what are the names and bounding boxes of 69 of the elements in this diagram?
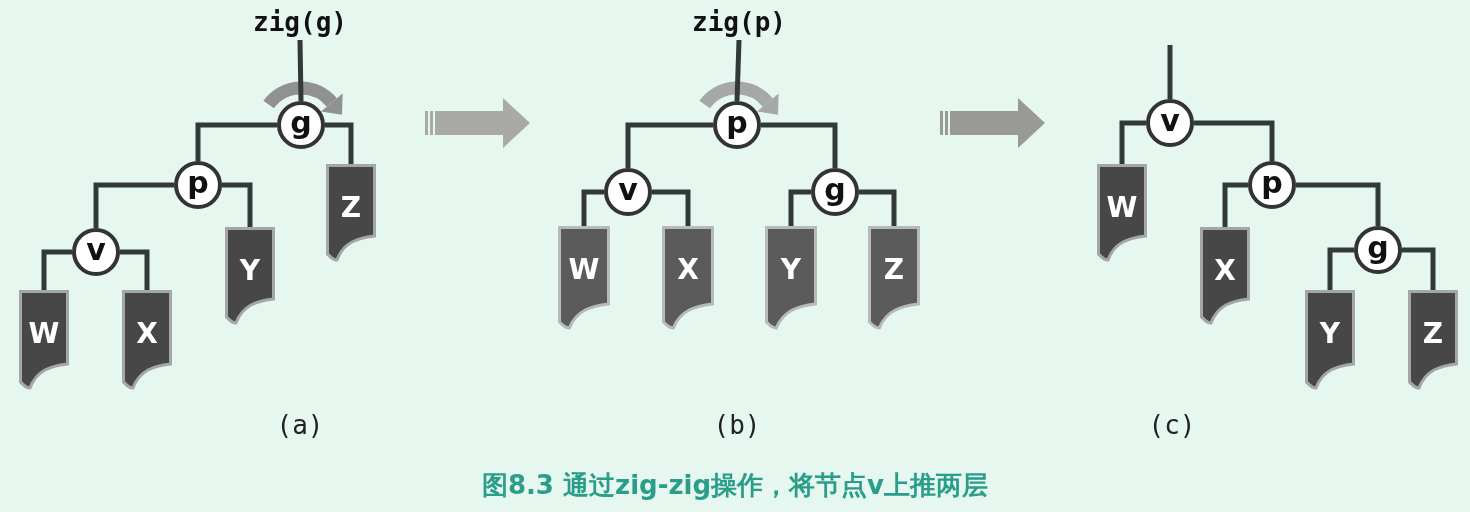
tree-edge	[859, 189, 897, 226]
tree-edge	[120, 249, 150, 290]
tree-node-circle	[1146, 99, 1194, 147]
node-label: Z	[340, 194, 362, 222]
node-label: p	[187, 168, 209, 198]
subtree-flag	[1408, 290, 1458, 390]
operation-label: zig(g)	[253, 7, 347, 37]
subtree-flag	[19, 290, 69, 390]
tree-node-circle	[1354, 226, 1402, 274]
tree-edge	[788, 189, 811, 226]
tree-node-circle	[604, 168, 652, 216]
subtree-flag	[1097, 164, 1147, 262]
subtree-flag	[1305, 290, 1355, 390]
subtree-flag	[868, 226, 920, 330]
tree-node-circle	[277, 101, 325, 149]
subtree-flag	[326, 164, 376, 262]
tree-edge	[1167, 45, 1173, 99]
node-label: W	[568, 256, 600, 284]
subtree-flag	[558, 226, 610, 330]
panel-label: (b)	[713, 410, 761, 440]
node-label: g	[824, 175, 846, 205]
tree-edge	[652, 189, 691, 226]
node-label: p	[726, 108, 748, 138]
node-label: Y	[239, 257, 261, 285]
node-label: v	[86, 235, 106, 265]
tree-edge	[93, 182, 174, 228]
panel-label: (a)	[276, 410, 324, 440]
tree-edge	[1296, 182, 1381, 226]
subtree-flag	[122, 290, 172, 390]
node-label: X	[677, 256, 699, 284]
tree-node-circle	[72, 228, 120, 276]
node-label: g	[290, 108, 312, 138]
tree-edge	[325, 122, 354, 164]
node-label: W	[28, 320, 60, 348]
node-label: Z	[1422, 320, 1444, 348]
tree-edge	[41, 249, 72, 290]
figure-caption: 图8.3 通过zig-zig操作，将节点v上推两层	[481, 470, 989, 500]
subtree-flag	[1200, 227, 1250, 325]
tree-edge	[581, 189, 604, 226]
node-label: Y	[780, 256, 802, 284]
tree-edge	[222, 182, 253, 227]
node-label: Y	[1319, 320, 1341, 348]
tree-edge	[1119, 120, 1146, 164]
subtree-flag	[765, 226, 817, 330]
tree-edge	[1222, 182, 1248, 227]
tree-node-circle	[1248, 161, 1296, 209]
subtree-flag	[662, 226, 714, 330]
node-label: X	[136, 320, 158, 348]
tree-edge	[734, 39, 742, 102]
tree-node-circle	[811, 168, 859, 216]
tree-node-circle	[713, 101, 761, 149]
operation-label: zig(p)	[692, 7, 786, 37]
node-label: Z	[883, 256, 905, 284]
tree-edge	[1194, 120, 1275, 161]
tree-edge	[625, 122, 713, 168]
node-label: g	[1367, 233, 1389, 263]
tree-edge	[1327, 247, 1354, 290]
node-label: v	[1160, 106, 1180, 136]
tree-edge	[1402, 247, 1436, 290]
node-label: v	[618, 175, 638, 205]
node-label: X	[1214, 257, 1236, 285]
tree-node-circle	[174, 161, 222, 209]
panel-label: (c)	[1148, 410, 1196, 440]
node-label: W	[1106, 194, 1138, 222]
tree-edge	[297, 39, 304, 102]
tree-edge	[195, 122, 277, 161]
tree-edge	[761, 122, 838, 168]
subtree-flag	[225, 227, 275, 325]
node-label: p	[1261, 168, 1283, 198]
